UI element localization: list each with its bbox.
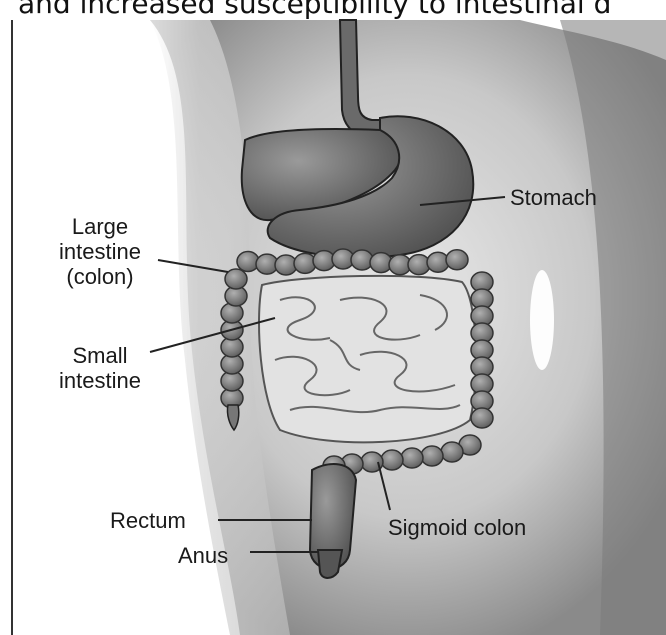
colon-segment	[471, 408, 493, 428]
label-rectum: Rectum	[110, 508, 186, 533]
label-stomach: Stomach	[510, 185, 597, 210]
colon-segment	[225, 269, 247, 289]
colon-segment	[441, 442, 463, 462]
colon-segment	[401, 448, 423, 468]
label-large-intestine-line2: intestine	[40, 239, 160, 264]
label-large-intestine: Large intestine (colon)	[40, 214, 160, 289]
hip-highlight	[530, 270, 554, 370]
colon-segment	[421, 446, 443, 466]
colon-segment	[446, 250, 468, 270]
colon-segment	[381, 450, 403, 470]
label-small-intestine-line2: intestine	[40, 368, 160, 393]
label-small-intestine: Small intestine	[40, 343, 160, 393]
label-small-intestine-line1: Small	[40, 343, 160, 368]
label-large-intestine-line1: Large	[40, 214, 160, 239]
small-intestine-mass	[259, 276, 476, 443]
label-sigmoid-colon: Sigmoid colon	[388, 515, 526, 540]
label-large-intestine-line3: (colon)	[40, 264, 160, 289]
label-anus: Anus	[178, 543, 228, 568]
